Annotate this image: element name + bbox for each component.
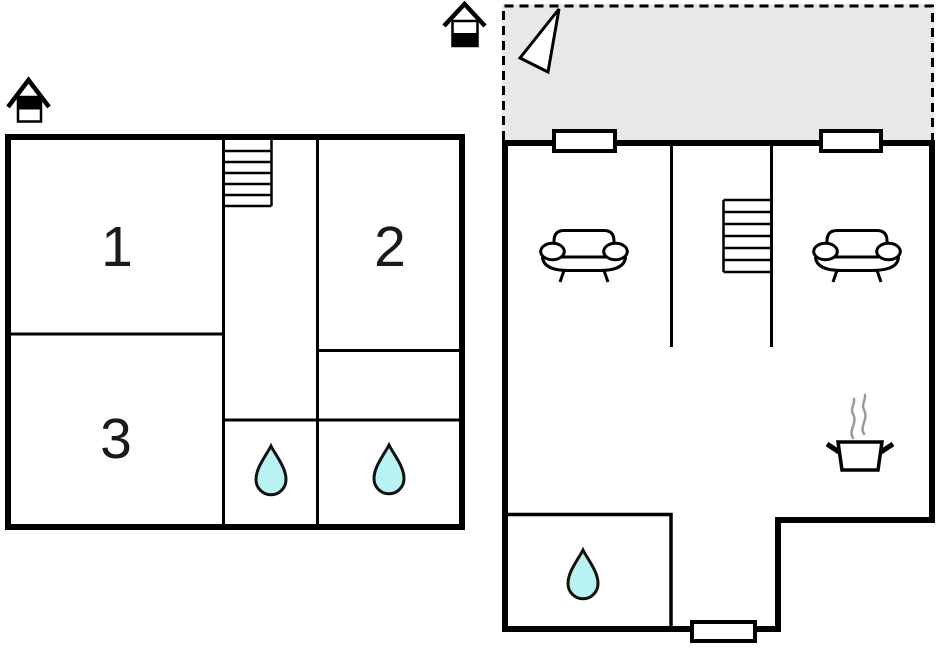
ground-outer-wall <box>502 140 935 632</box>
house-ground-floor-icon <box>442 0 487 48</box>
pot-handle-right <box>879 441 895 455</box>
north-arrow-icon <box>517 8 561 75</box>
pot-body <box>835 440 885 472</box>
terrace-dashed-border <box>502 4 934 140</box>
house-upper-floor-icon <box>6 76 51 123</box>
room-1-label: 1 <box>101 215 133 279</box>
room-2-label: 2 <box>374 215 406 279</box>
house-icon-filled-band <box>452 33 478 46</box>
upper-floor-plan: 1 2 3 <box>5 134 465 530</box>
ground-staircase <box>722 198 771 274</box>
cooking-pot-icon <box>825 393 895 472</box>
window <box>819 129 883 153</box>
house-icon-body <box>451 19 479 48</box>
terrace-area <box>502 4 934 140</box>
house-icon-roof <box>442 0 487 28</box>
entrance-door <box>690 620 757 643</box>
steam-icon <box>861 393 867 436</box>
upper-staircase <box>224 140 273 208</box>
steam-icon <box>850 397 856 440</box>
room-3-label: 3 <box>100 407 132 471</box>
house-icon-filled-band <box>18 97 41 110</box>
pot-handle-left <box>825 441 841 455</box>
ground-floor-plan <box>502 4 935 643</box>
house-icon-roof <box>6 76 51 109</box>
window <box>552 129 617 153</box>
house-icon-body <box>16 95 43 123</box>
